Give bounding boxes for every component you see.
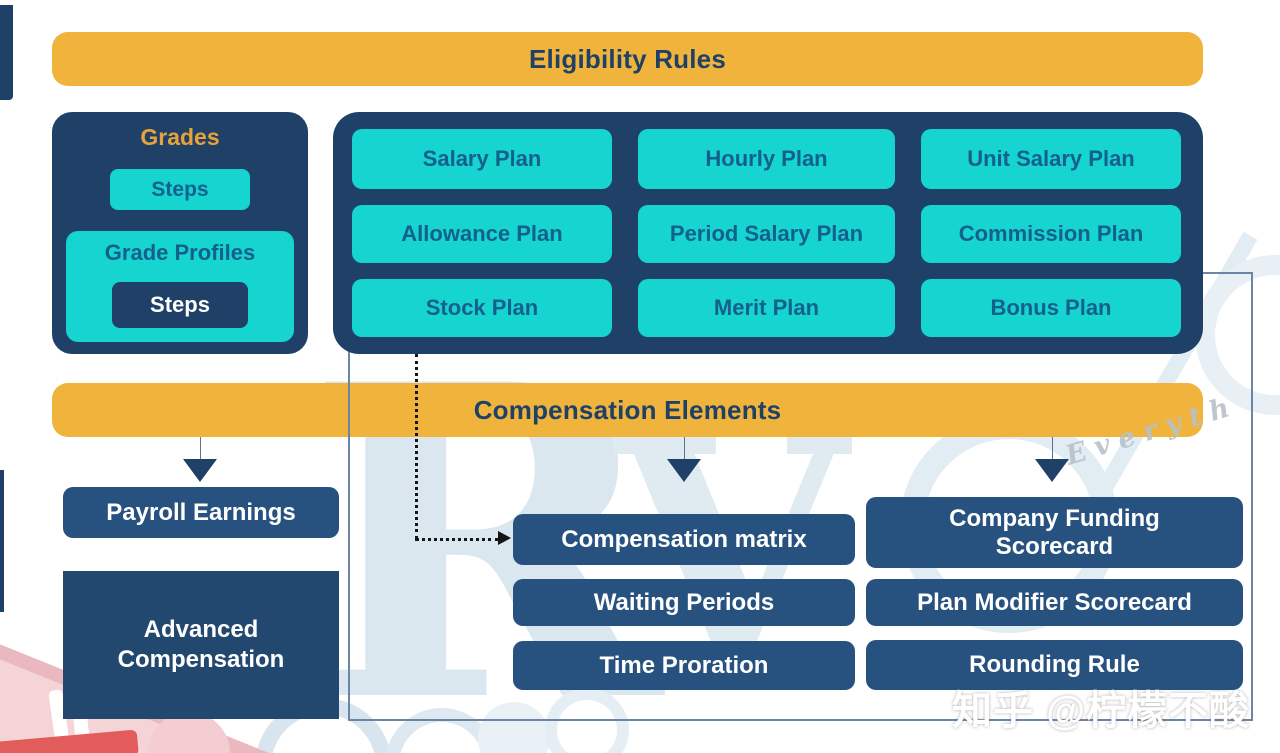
plan-modifier-scorecard-label: Plan Modifier Scorecard [917, 588, 1192, 616]
plan-node-bonus: Bonus Plan [921, 279, 1181, 337]
grade-profiles-steps-label: Steps [150, 292, 210, 317]
dotted-arrowhead-icon [498, 531, 511, 545]
grades-panel: Grades Steps Grade Profiles Steps [52, 112, 308, 354]
edge-bar-top-left [0, 5, 13, 100]
watermark-red-mark [0, 729, 139, 753]
zhihu-watermark-text: 知乎 @柠檬不酸 [952, 689, 1251, 733]
plan-node-commission: Commission Plan [921, 205, 1181, 263]
advanced-compensation-label: Advanced Compensation [117, 616, 285, 673]
grades-title: Grades [140, 124, 220, 150]
payroll-earnings-label: Payroll Earnings [106, 498, 296, 526]
waiting-periods-node: Waiting Periods [513, 579, 855, 626]
compensation-elements-label: Compensation Elements [473, 394, 782, 425]
grade-profiles-label: Grade Profiles [104, 240, 256, 265]
down-arrow-icon [183, 459, 217, 482]
plan-node-allowance: Allowance Plan [352, 205, 612, 263]
waiting-periods-label: Waiting Periods [593, 588, 775, 616]
company-funding-scorecard-label: Company Funding Scorecard [949, 504, 1160, 560]
plan-node-stock: Stock Plan [352, 279, 612, 337]
dotted-connector-vertical [415, 354, 418, 539]
advanced-compensation-node: Advanced Compensation [63, 571, 339, 719]
company-funding-scorecard-node: Company Funding Scorecard [866, 497, 1243, 568]
arrow-stem-middle [684, 437, 685, 459]
payroll-earnings-node: Payroll Earnings [63, 487, 339, 538]
plan-node-merit: Merit Plan [638, 279, 895, 337]
arrow-stem-right [1052, 437, 1053, 459]
grade-profiles-node: Grade Profiles Steps [66, 231, 294, 342]
down-arrow-icon [667, 459, 701, 482]
grades-steps-node: Steps [110, 169, 250, 210]
rounding-rule-label: Rounding Rule [969, 651, 1140, 679]
grades-steps-label: Steps [151, 177, 209, 201]
plan-node-unit-salary: Unit Salary Plan [921, 129, 1181, 189]
grade-profiles-steps-node: Steps [112, 282, 248, 328]
plan-node-period-salary: Period Salary Plan [638, 205, 895, 263]
plan-modifier-scorecard-node: Plan Modifier Scorecard [866, 579, 1243, 626]
plan-node-hourly: Hourly Plan [638, 129, 895, 189]
eligibility-rules-banner: Eligibility Rules [52, 32, 1203, 86]
plans-panel: Salary Plan Hourly Plan Unit Salary Plan… [333, 112, 1203, 354]
arrow-stem-left [200, 437, 201, 459]
plan-node-salary: Salary Plan [352, 129, 612, 189]
edge-bar-left [0, 470, 4, 612]
compensation-matrix-label: Compensation matrix [561, 525, 807, 553]
time-proration-label: Time Proration [599, 651, 769, 679]
time-proration-node: Time Proration [513, 641, 855, 690]
eligibility-rules-label: Eligibility Rules [529, 43, 726, 74]
rounding-rule-node: Rounding Rule [866, 640, 1243, 690]
compensation-matrix-node: Compensation matrix [513, 514, 855, 565]
down-arrow-icon [1035, 459, 1069, 482]
dotted-connector-horizontal [415, 538, 499, 541]
